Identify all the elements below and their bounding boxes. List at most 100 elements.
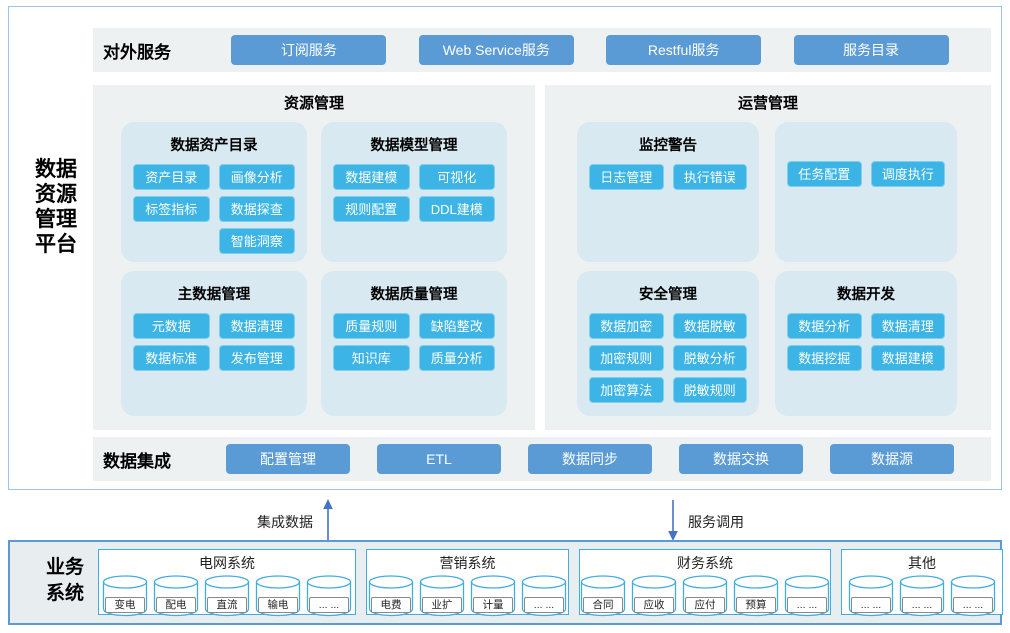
ddl-modeling-button[interactable]: DDL建模 xyxy=(418,196,495,222)
database-cylinder-icon: ... ... xyxy=(848,575,894,618)
portrait-analysis-button[interactable]: 画像分析 xyxy=(218,164,295,190)
tag-indicator-button[interactable]: 标签指标 xyxy=(133,196,210,222)
service-call-label: 服务调用 xyxy=(688,514,744,530)
service-catalog-button[interactable]: 服务目录 xyxy=(793,35,949,65)
resource-cards: 数据资产目录 资产目录 画像分析 标签指标 数据探查 智能洞察 数据模型管理 数… xyxy=(93,113,535,428)
system-power-grid: 电网系统 变电 配电 直流 xyxy=(98,549,356,618)
visualization-button[interactable]: 可视化 xyxy=(418,164,495,190)
data-exchange-button[interactable]: 数据交换 xyxy=(679,444,803,474)
integrate-data-flow: 集成数据 xyxy=(257,498,335,544)
card-title: 主数据管理 xyxy=(177,287,251,303)
publish-management-button[interactable]: 发布管理 xyxy=(218,345,295,371)
platform-title-line: 数据 xyxy=(35,158,77,181)
card-security-management: 安全管理 数据加密 数据脱敏 加密规则 脱敏分析 加密算法 脱敏规则 xyxy=(577,271,759,416)
execution-error-button[interactable]: 执行错误 xyxy=(672,164,747,190)
etl-button[interactable]: ETL xyxy=(377,444,501,474)
data-modeling-button[interactable]: 数据建模 xyxy=(333,164,410,190)
card-data-development: 数据开发 数据分析 数据清理 数据挖掘 数据建模 xyxy=(775,271,957,416)
card-monitor-alert: 监控警告 日志管理 执行错误 xyxy=(577,122,759,262)
operations-management-panel: 运营管理 监控警告 日志管理 执行错误 任务配置 调度执行 xyxy=(545,85,991,430)
card-title: 数据开发 xyxy=(837,287,895,303)
database-label: ... ... xyxy=(902,597,942,613)
restful-service-button[interactable]: Restful服务 xyxy=(606,35,762,65)
data-encryption-button[interactable]: 数据加密 xyxy=(589,313,664,339)
database-cylinder-icon: 业扩 xyxy=(419,575,465,618)
data-mining-button[interactable]: 数据挖掘 xyxy=(787,345,862,371)
database-label: 计量 xyxy=(473,597,513,613)
platform-title-line: 资源 xyxy=(35,183,77,206)
database-label: 业扩 xyxy=(422,597,462,613)
database-cylinder-icon: 电费 xyxy=(368,575,414,618)
database-label: 电费 xyxy=(371,597,411,613)
system-marketing: 营销系统 电费 业扩 计量 xyxy=(366,549,569,618)
service-call-flow: 服务调用 xyxy=(666,499,744,546)
database-cylinder-icon: ... ... xyxy=(521,575,567,618)
task-config-button[interactable]: 任务配置 xyxy=(787,161,862,187)
platform-title-line: 管理 xyxy=(35,208,77,231)
database-label: 应付 xyxy=(685,597,725,613)
encryption-rule-button[interactable]: 加密规则 xyxy=(589,345,664,371)
data-cleaning-dev-button[interactable]: 数据清理 xyxy=(870,313,945,339)
data-integration-buttons: 配置管理 ETL 数据同步 数据交换 数据源 xyxy=(199,444,981,474)
data-masking-button[interactable]: 数据脱敏 xyxy=(672,313,747,339)
card-title: 数据模型管理 xyxy=(370,138,458,154)
resource-management-panel: 资源管理 数据资产目录 资产目录 画像分析 标签指标 数据探查 智能洞察 xyxy=(93,85,535,430)
data-modeling-dev-button[interactable]: 数据建模 xyxy=(870,345,945,371)
log-management-button[interactable]: 日志管理 xyxy=(589,164,664,190)
schedule-execution-button[interactable]: 调度执行 xyxy=(870,161,945,187)
database-cylinder-icon: 应收 xyxy=(631,575,677,618)
data-integration-label: 数据集成 xyxy=(103,451,171,471)
resource-panel-title: 资源管理 xyxy=(283,95,344,112)
platform-container: 数据 资源 管理 平台 对外服务 订阅服务 Web Service服务 Rest… xyxy=(8,6,1002,490)
defect-rectify-button[interactable]: 缺陷整改 xyxy=(418,313,495,339)
quality-analysis-button[interactable]: 质量分析 xyxy=(418,345,495,371)
smart-insight-button[interactable]: 智能洞察 xyxy=(218,228,295,254)
knowledge-base-button[interactable]: 知识库 xyxy=(333,345,410,371)
database-cylinder-icon: ... ... xyxy=(899,575,945,618)
database-label: 应收 xyxy=(634,597,674,613)
arrow-down-icon xyxy=(666,499,680,546)
data-integration-band: 数据集成 配置管理 ETL 数据同步 数据交换 数据源 xyxy=(93,437,991,481)
data-source-button[interactable]: 数据源 xyxy=(830,444,954,474)
subscribe-service-button[interactable]: 订阅服务 xyxy=(231,35,387,65)
quality-rule-button[interactable]: 质量规则 xyxy=(333,313,410,339)
external-services-buttons: 订阅服务 Web Service服务 Restful服务 服务目录 xyxy=(199,35,981,65)
web-service-button[interactable]: Web Service服务 xyxy=(418,35,574,65)
card-data-model-management: 数据模型管理 数据建模 可视化 规则配置 DDL建模 xyxy=(321,122,507,262)
encryption-algorithm-button[interactable]: 加密算法 xyxy=(589,377,664,403)
data-sync-button[interactable]: 数据同步 xyxy=(528,444,652,474)
database-cylinder-icon: ... ... xyxy=(950,575,996,618)
rule-config-button[interactable]: 规则配置 xyxy=(333,196,410,222)
data-standard-button[interactable]: 数据标准 xyxy=(133,345,210,371)
operations-cards: 监控警告 日志管理 执行错误 任务配置 调度执行 xyxy=(545,113,991,428)
card-title: 数据资产目录 xyxy=(170,138,258,154)
data-cleaning-button[interactable]: 数据清理 xyxy=(218,313,295,339)
system-finance: 财务系统 合同 应收 应付 xyxy=(579,549,831,618)
card-master-data-management: 主数据管理 元数据 数据清理 数据标准 发布管理 xyxy=(121,271,307,416)
system-title: 电网系统 xyxy=(199,555,255,571)
database-cylinder-icon: 直流 xyxy=(204,575,250,618)
database-cylinder-icon: 应付 xyxy=(682,575,728,618)
data-exploration-button[interactable]: 数据探查 xyxy=(218,196,295,222)
data-analysis-button[interactable]: 数据分析 xyxy=(787,313,862,339)
business-label-line: 业务 xyxy=(45,557,84,578)
masking-analysis-button[interactable]: 脱敏分析 xyxy=(672,345,747,371)
metadata-button[interactable]: 元数据 xyxy=(133,313,210,339)
management-panels: 资源管理 数据资产目录 资产目录 画像分析 标签指标 数据探查 智能洞察 xyxy=(93,85,991,430)
business-systems-label: 业务 系统 xyxy=(26,555,104,607)
database-label: 输电 xyxy=(258,597,298,613)
database-cylinder-icon: 变电 xyxy=(102,575,148,618)
card-title: 监控警告 xyxy=(639,138,697,154)
database-label: ... ... xyxy=(309,597,349,613)
integrate-data-label: 集成数据 xyxy=(257,514,313,530)
config-management-button[interactable]: 配置管理 xyxy=(226,444,350,474)
platform-title: 数据 资源 管理 平台 xyxy=(25,157,87,257)
card-data-asset-catalog: 数据资产目录 资产目录 画像分析 标签指标 数据探查 智能洞察 xyxy=(121,122,307,262)
system-title: 财务系统 xyxy=(677,555,733,571)
masking-rule-button[interactable]: 脱敏规则 xyxy=(672,377,747,403)
database-cylinder-icon: ... ... xyxy=(306,575,352,618)
asset-catalog-button[interactable]: 资产目录 xyxy=(133,164,210,190)
database-cylinder-icon: 合同 xyxy=(580,575,626,618)
database-label: 直流 xyxy=(207,597,247,613)
